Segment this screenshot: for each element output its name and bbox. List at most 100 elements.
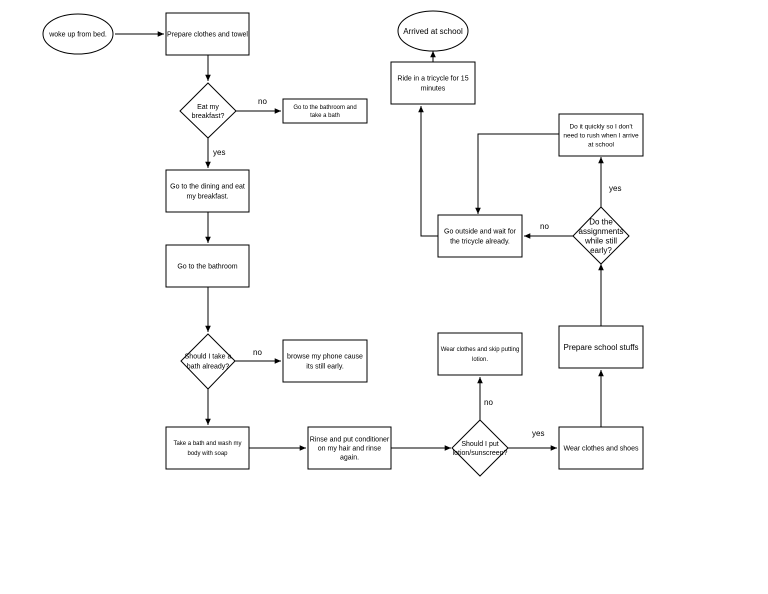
label-line: at school (588, 141, 615, 148)
label-line: take a bath (310, 113, 340, 119)
label-line: body with soap (187, 451, 228, 457)
label-line: Arrived at school (403, 27, 463, 36)
prepare-school-label: Prepare school stuffs (563, 343, 638, 352)
label-line: early? (590, 246, 612, 255)
node-wait-tricycle[interactable]: Go outside and wait for the tricycle alre… (437, 214, 523, 258)
edge-label-assign-yes: yes (609, 184, 621, 193)
label-line: browse my phone cause (287, 353, 363, 360)
edge-label-breakfast-no: no (258, 97, 267, 106)
node-take-bath-question[interactable]: Should I take a bath already? (180, 333, 236, 390)
label-line: Should I take a (185, 353, 232, 360)
label-line: Wear clothes and skip putting (441, 347, 520, 353)
edge-wait-to-ride (418, 106, 438, 237)
node-wear-clothes[interactable]: Wear clothes and shoes (558, 426, 644, 470)
wear-clothes-label: Wear clothes and shoes (564, 445, 639, 452)
label-line: my breakfast. (186, 193, 228, 200)
prepare-clothes-box (165, 12, 250, 56)
label-line: Go outside and wait for (444, 228, 517, 235)
label-line: woke up from bed. (48, 31, 107, 38)
do-quickly-label: Do it quickly so I don't need to rush whe… (563, 123, 639, 148)
node-prepare-school[interactable]: Prepare school stuffs (558, 325, 644, 369)
edge-label-lotion-yes: yes (532, 429, 544, 438)
label-line: lotion/sunscreen? (453, 450, 508, 457)
go-bathroom-bath-label: Go to the bathroom and take a bath (293, 105, 356, 119)
label-line: again. (340, 454, 359, 461)
nodes: woke up from bed. Prepare clothes and to… (42, 10, 644, 477)
label-line: Eat my (197, 104, 219, 111)
label-line: assignments (579, 227, 624, 236)
label-line: Go to the dining and eat (170, 183, 245, 190)
node-rinse[interactable]: Rinse and put conditioner on my hair and … (307, 426, 392, 470)
wait-tricycle-label: Go outside and wait for the tricycle alre… (444, 228, 517, 245)
label-line: Do the (589, 218, 613, 227)
label-line: Go to the bathroom (177, 263, 237, 270)
browse-phone-label: browse my phone cause its still early. (287, 353, 363, 370)
take-bath-box (165, 426, 250, 470)
label-line: lotion. (472, 357, 488, 363)
edge-label-breakfast-yes: yes (213, 148, 225, 157)
label-line: Take a bath and wash my (173, 441, 241, 447)
edge-label-lotion-no: no (484, 398, 493, 407)
lotion-diamond (451, 419, 509, 477)
eat-breakfast-diamond (179, 82, 237, 139)
label-line: breakfast? (192, 113, 225, 120)
start-label: woke up from bed. (48, 31, 107, 38)
label-line: Go to the bathroom and (293, 105, 356, 111)
go-dining-box (165, 169, 250, 213)
node-go-dining[interactable]: Go to the dining and eat my breakfast. (165, 169, 250, 213)
go-bathroom-box (165, 244, 250, 288)
node-prepare-clothes[interactable]: Prepare clothes and towel (165, 12, 250, 56)
edge-quickly-to-wait (475, 133, 559, 214)
wait-tricycle-box (437, 214, 523, 258)
node-browse-phone[interactable]: browse my phone cause its still early. (282, 339, 368, 383)
wear-clothes-box (558, 426, 644, 470)
label-line: on my hair and rinse (318, 445, 382, 452)
node-arrived[interactable]: Arrived at school (397, 10, 469, 52)
node-start[interactable]: woke up from bed. (42, 13, 114, 55)
wear-skip-label: Wear clothes and skip putting lotion. (441, 347, 520, 363)
label-line: bath already? (187, 363, 230, 370)
eat-breakfast-label: Eat my breakfast? (192, 104, 225, 120)
label-line: need to rush when I arrive (563, 132, 639, 139)
label-line: its still early. (306, 363, 344, 370)
label-line: Ride in a tricycle for 15 (397, 75, 468, 82)
ride-tricycle-box (390, 61, 476, 105)
node-ride-tricycle[interactable]: Ride in a tricycle for 15 minutes (390, 61, 476, 105)
wear-skip-box (437, 332, 523, 376)
label-line: Prepare clothes and towel (167, 31, 248, 38)
take-bath-diamond (180, 333, 236, 390)
go-bathroom-bath-box (282, 98, 368, 124)
node-go-bathroom[interactable]: Go to the bathroom (165, 244, 250, 288)
browse-phone-box (282, 339, 368, 383)
do-quickly-box (558, 113, 644, 157)
arrived-label: Arrived at school (403, 27, 463, 36)
take-bath-label: Take a bath and wash my body with soap (173, 441, 241, 457)
node-take-bath[interactable]: Take a bath and wash my body with soap (165, 426, 250, 470)
arrived-ellipse (397, 10, 469, 52)
edge-label-bath-no: no (253, 348, 262, 357)
rinse-box (307, 426, 392, 470)
prepare-clothes-label: Prepare clothes and towel (167, 31, 248, 38)
label-line: Wear clothes and shoes (564, 445, 639, 452)
go-dining-label: Go to the dining and eat my breakfast. (170, 183, 245, 200)
label-line: Prepare school stuffs (563, 343, 638, 352)
label-line: Rinse and put conditioner (310, 436, 390, 443)
node-wear-skip-lotion[interactable]: Wear clothes and skip putting lotion. (437, 332, 523, 376)
label-line: the tricycle already. (450, 238, 510, 245)
prepare-school-box (558, 325, 644, 369)
label-line: Do it quickly so I don't (569, 123, 632, 130)
node-eat-breakfast-question[interactable]: Eat my breakfast? (179, 82, 237, 139)
node-do-quickly[interactable]: Do it quickly so I don't need to rush whe… (558, 113, 644, 157)
rinse-label: Rinse and put conditioner on my hair and … (310, 436, 390, 461)
node-go-bathroom-bath[interactable]: Go to the bathroom and take a bath (282, 98, 368, 124)
go-bathroom-label: Go to the bathroom (177, 263, 237, 270)
label-line: minutes (421, 85, 446, 92)
take-bath-q-label: Should I take a bath already? (185, 353, 232, 370)
edges (115, 31, 604, 451)
assignments-diamond (572, 206, 630, 265)
